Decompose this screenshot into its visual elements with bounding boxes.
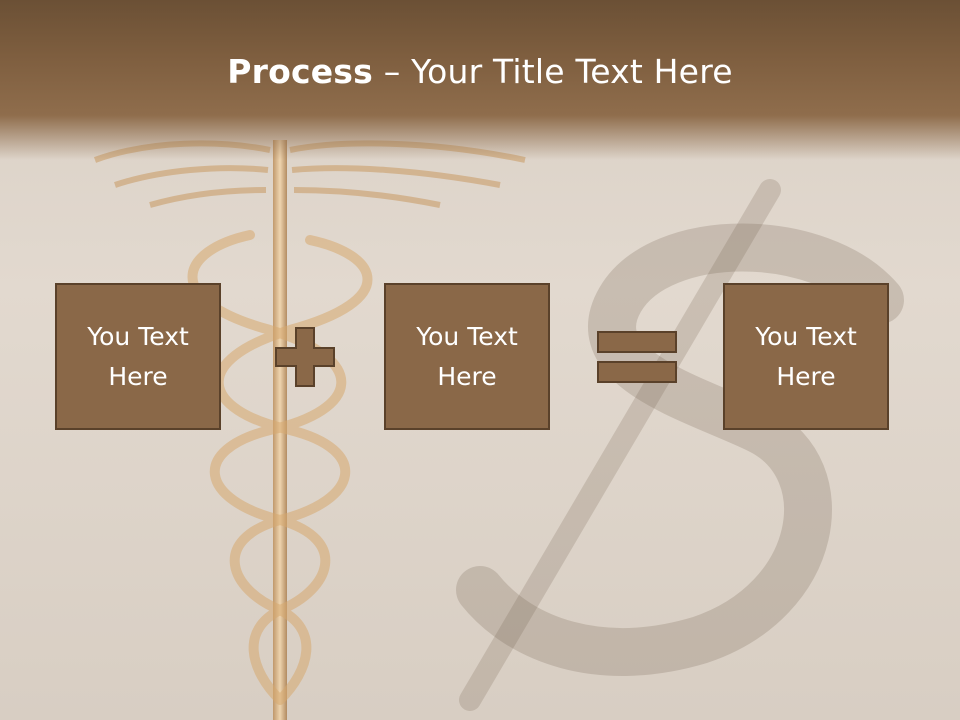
plus-icon [275, 327, 335, 387]
process-box-3[interactable]: You Text Here [723, 283, 889, 430]
title-separator: – [373, 52, 412, 91]
title-rest: Your Title Text Here [411, 52, 733, 91]
process-box-2[interactable]: You Text Here [384, 283, 550, 430]
title-bold-part: Process [227, 52, 373, 91]
title-band [0, 0, 960, 160]
process-box-1-text: You Text Here [87, 321, 189, 391]
equals-icon [597, 331, 677, 383]
slide-title: Process – Your Title Text Here [0, 52, 960, 91]
process-box-1[interactable]: You Text Here [55, 283, 221, 430]
process-box-3-text: You Text Here [755, 321, 857, 391]
process-box-2-text: You Text Here [416, 321, 518, 391]
